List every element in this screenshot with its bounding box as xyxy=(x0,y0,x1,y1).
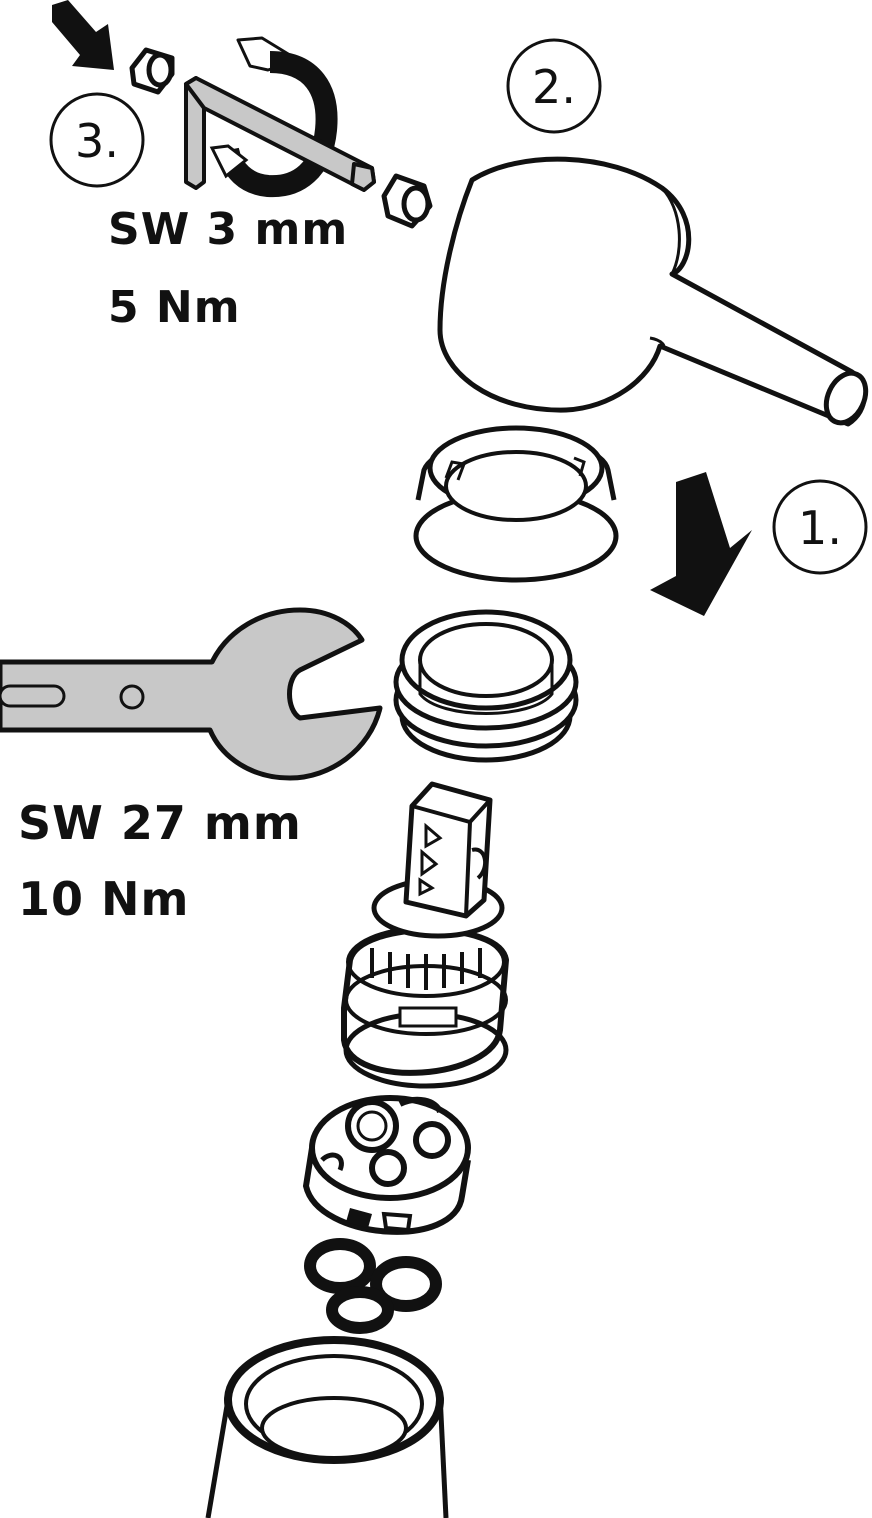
step-3-label: 3. xyxy=(75,114,119,168)
hex-key-icon xyxy=(184,76,376,192)
hex-key-torque-label: 5 Nm xyxy=(108,282,241,333)
step-3-badge xyxy=(49,92,145,188)
step-2-label: 2. xyxy=(532,60,576,114)
wrench-size-label: SW 27 mm xyxy=(18,796,302,850)
faucet-body xyxy=(205,1336,449,1518)
step3-assembly: 3. xyxy=(49,0,433,229)
cartridge xyxy=(341,781,509,1089)
step-2-badge xyxy=(506,38,602,134)
step1-assembly: 1. xyxy=(413,425,868,616)
down-arrow-icon xyxy=(650,472,752,616)
set-screw-icon xyxy=(129,47,175,95)
valve-disc xyxy=(302,1095,471,1235)
step-1-badge xyxy=(772,479,868,575)
wrench-torque-label: 10 Nm xyxy=(18,872,190,926)
seal-rings xyxy=(304,1238,442,1334)
handle-lever xyxy=(437,156,869,427)
grub-screw-icon xyxy=(381,173,433,229)
step2-assembly: 2. xyxy=(437,38,869,427)
cover-ring xyxy=(413,425,619,583)
wrench-assembly xyxy=(0,607,579,781)
wrench-icon xyxy=(0,607,383,781)
hex-key-size-label: SW 3 mm xyxy=(108,204,349,255)
push-arrow-icon xyxy=(52,0,114,70)
step-1-label: 1. xyxy=(798,501,842,555)
threaded-nut xyxy=(393,609,579,763)
